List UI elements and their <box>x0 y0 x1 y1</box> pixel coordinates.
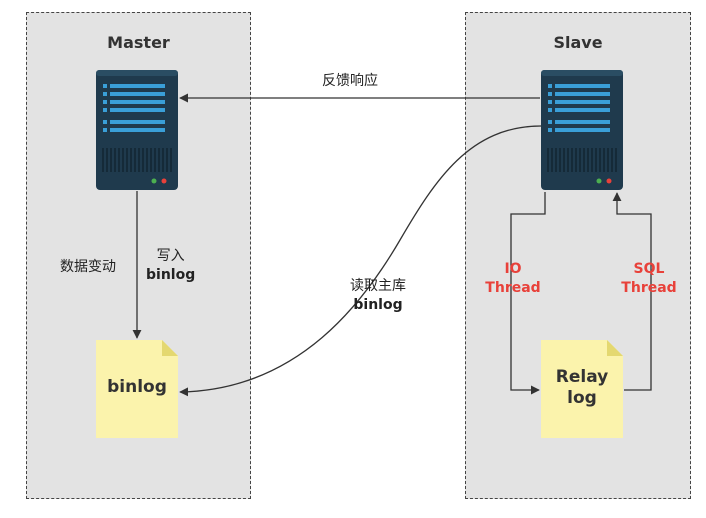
binlog-file-label: binlog <box>107 377 167 397</box>
relay-log-label-line2: log <box>567 388 597 408</box>
write-binlog-line1: 写入 <box>156 248 185 264</box>
data-change-label: 数据变动 <box>60 259 116 275</box>
master-title: Master <box>107 33 170 52</box>
feedback-label: 反馈响应 <box>322 73 378 89</box>
read-binlog-label: 读取主库 binlog <box>350 277 406 315</box>
sql-thread-line2: Thread <box>621 280 677 296</box>
read-binlog-line1: 读取主库 <box>350 278 406 294</box>
io-thread-line1: IO <box>504 261 522 277</box>
relay-log-label-line1: Relay <box>555 367 609 387</box>
io-thread-label: IO Thread <box>484 260 542 298</box>
master-server-icon <box>96 70 178 190</box>
sql-thread-arrow <box>612 192 652 391</box>
write-binlog-label: 写入 binlog <box>146 247 195 285</box>
relay-log-label: Relay log <box>541 367 623 409</box>
sql-thread-line1: SQL <box>633 261 665 277</box>
slave-server-icon <box>541 70 623 190</box>
write-binlog-line2: binlog <box>146 267 196 283</box>
slave-title: Slave <box>553 33 603 52</box>
read-binlog-line2: binlog <box>353 297 403 313</box>
io-thread-arrow <box>510 192 546 395</box>
read-binlog-curve <box>179 125 542 397</box>
relay-log-file: Relay log <box>541 340 623 438</box>
io-thread-line2: Thread <box>485 280 541 296</box>
sql-thread-label: SQL Thread <box>620 260 678 298</box>
binlog-file: binlog <box>96 340 178 438</box>
